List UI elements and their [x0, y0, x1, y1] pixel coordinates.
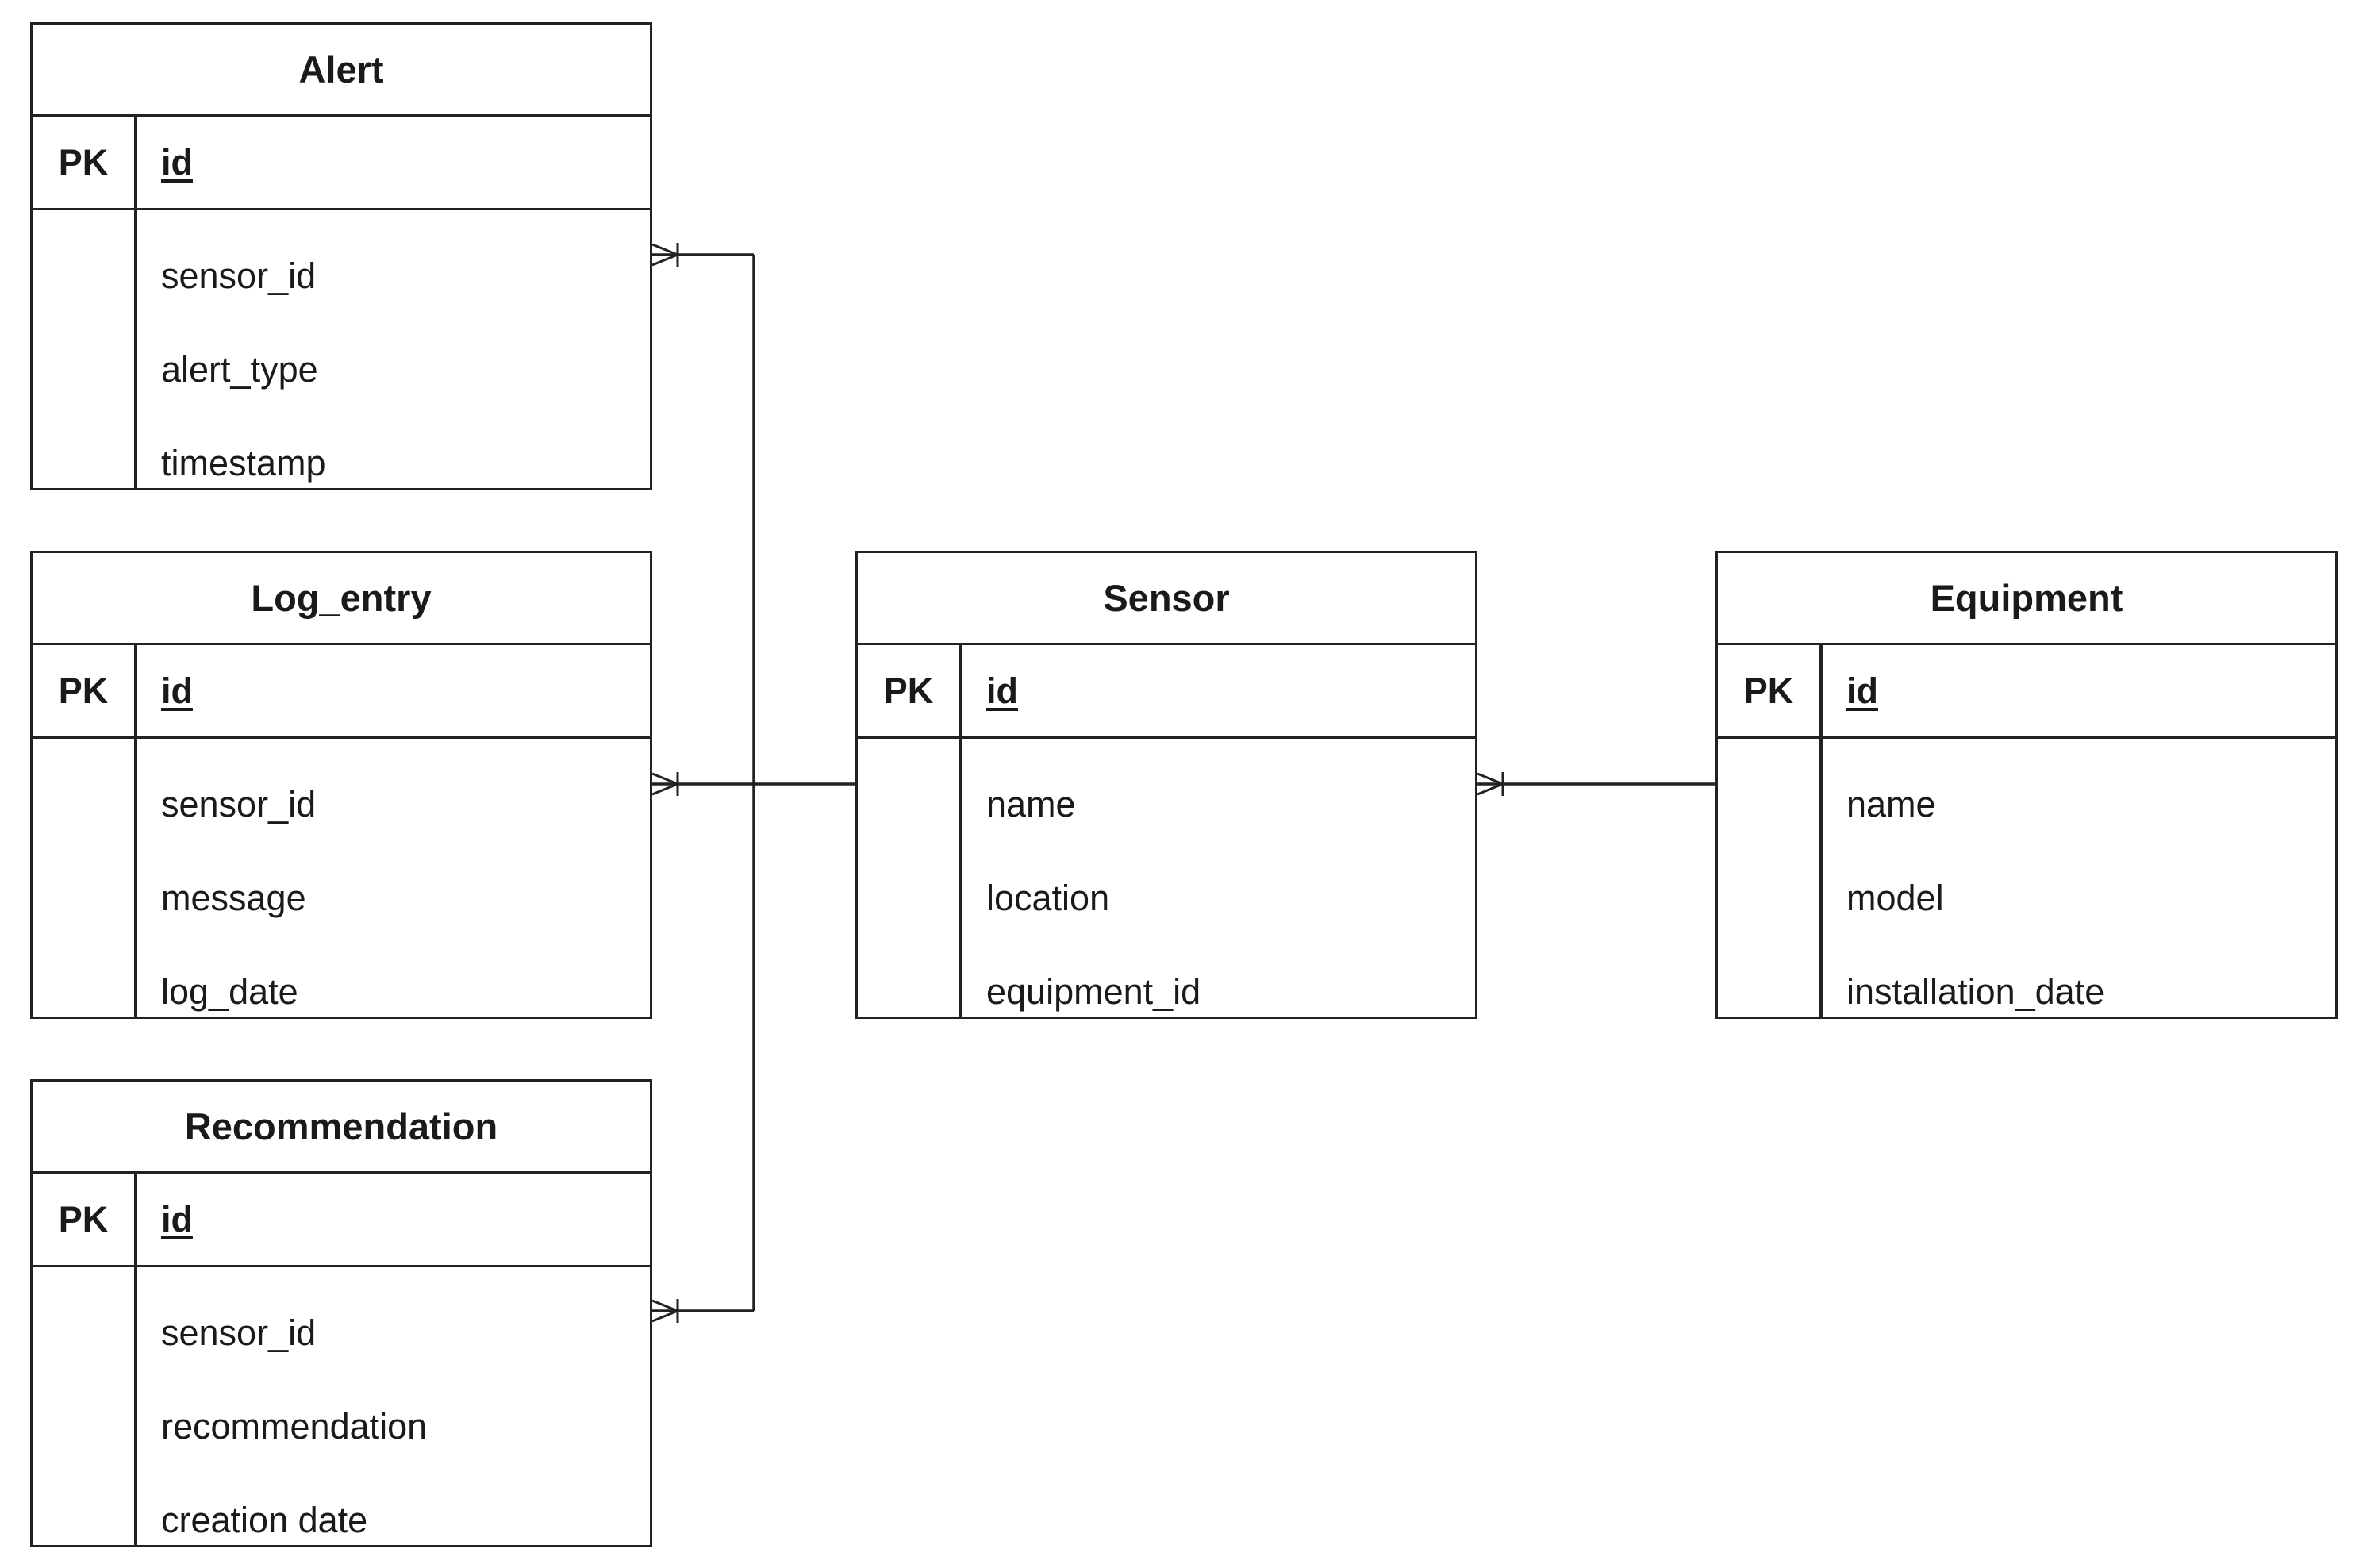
pk-label: PK: [58, 141, 109, 183]
field-name: name: [1846, 784, 1936, 824]
column-divider: [134, 117, 137, 488]
primary-key-row: PK id: [858, 645, 1475, 739]
column-divider: [959, 645, 962, 1017]
column-divider: [134, 645, 137, 1017]
field-recommendation: recommendation: [161, 1406, 428, 1447]
field-installation-date: installation_date: [1846, 971, 2105, 1012]
field-log-date: log_date: [161, 971, 298, 1012]
field-location: location: [986, 878, 1110, 918]
entity-alert[interactable]: Alert PK id sensor_id alert_type timesta…: [30, 22, 652, 490]
field-model: model: [1846, 878, 1944, 918]
field-sensor-id: sensor_id: [161, 1312, 317, 1353]
pk-field: id: [161, 670, 193, 711]
primary-key-row: PK id: [33, 117, 650, 210]
entity-title: Alert: [33, 25, 650, 117]
pk-field: id: [161, 141, 193, 183]
field-creation-date: creation date: [161, 1500, 368, 1540]
field-equipment-id: equipment_id: [986, 971, 1201, 1012]
entity-title: Equipment: [1718, 553, 2335, 645]
primary-key-row: PK id: [33, 1174, 650, 1267]
primary-key-row: PK id: [33, 645, 650, 739]
field-sensor-id: sensor_id: [161, 256, 317, 296]
pk-label: PK: [58, 670, 109, 711]
entity-equipment[interactable]: Equipment PK id name model installation_…: [1715, 551, 2338, 1019]
crows-foot-icon: [1477, 772, 1506, 796]
crows-foot-icon: [651, 243, 681, 267]
field-message: message: [161, 878, 306, 918]
pk-field: id: [1846, 670, 1878, 711]
entity-title: Sensor: [858, 553, 1475, 645]
field-sensor-id: sensor_id: [161, 784, 317, 824]
entity-title: Log_entry: [33, 553, 650, 645]
pk-label: PK: [58, 1198, 109, 1239]
entity-recommendation[interactable]: Recommendation PK id sensor_id recommend…: [30, 1079, 652, 1547]
entity-title: Recommendation: [33, 1082, 650, 1174]
column-divider: [134, 1174, 137, 1545]
field-timestamp: timestamp: [161, 443, 326, 483]
field-name: name: [986, 784, 1076, 824]
column-divider: [1819, 645, 1823, 1017]
pk-label: PK: [883, 670, 934, 711]
crows-foot-icon: [651, 772, 681, 796]
crows-foot-icon: [651, 1299, 681, 1323]
pk-field: id: [986, 670, 1018, 711]
pk-label: PK: [1743, 670, 1794, 711]
entity-sensor[interactable]: Sensor PK id name location equipment_id: [855, 551, 1477, 1019]
field-alert-type: alert_type: [161, 349, 318, 390]
primary-key-row: PK id: [1718, 645, 2335, 739]
pk-field: id: [161, 1198, 193, 1239]
entity-log-entry[interactable]: Log_entry PK id sensor_id message log_da…: [30, 551, 652, 1019]
